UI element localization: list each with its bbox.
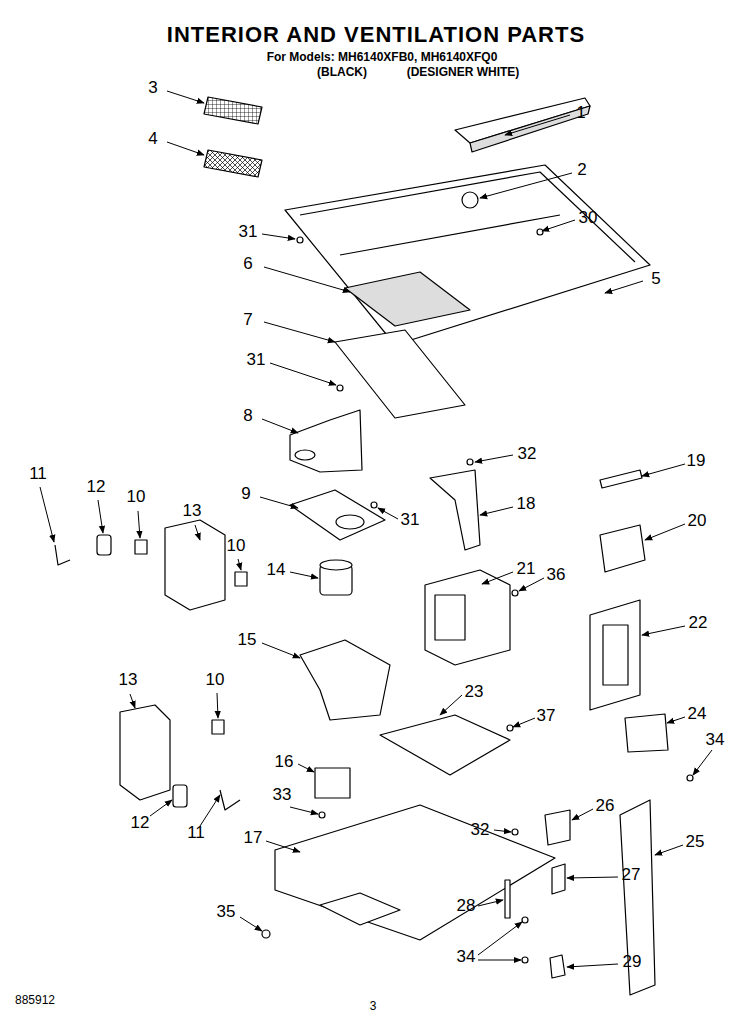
model-color: (DESIGNER WHITE)	[407, 65, 520, 79]
callout-number: 37	[537, 706, 556, 726]
callout-number: 31	[401, 510, 420, 530]
leader-lines	[40, 91, 712, 967]
callout-number: 32	[518, 444, 537, 464]
callout-number: 36	[547, 565, 566, 585]
callout-number: 27	[622, 865, 641, 885]
callout-number: 30	[579, 208, 598, 228]
callout-number: 23	[465, 682, 484, 702]
callout-number: 34	[706, 730, 725, 750]
callout-number: 26	[596, 796, 615, 816]
callout-number: 2	[577, 160, 586, 180]
model-color: (BLACK)	[317, 65, 367, 79]
callout-number: 34	[457, 947, 476, 967]
callout-number: 31	[247, 350, 266, 370]
callout-number: 32	[471, 820, 490, 840]
model-line: For Models: MH6140XFB0, MH6140XFQ0	[267, 50, 498, 64]
callout-number: 18	[517, 494, 536, 514]
callout-number: 29	[623, 952, 642, 972]
callout-number: 20	[688, 511, 707, 531]
callout-number: 22	[689, 613, 708, 633]
callout-number: 14	[267, 560, 286, 580]
callout-number: 5	[651, 269, 660, 289]
callout-number: 13	[119, 670, 138, 690]
callout-number: 35	[217, 902, 236, 922]
callout-number: 21	[517, 559, 536, 579]
page-title: INTERIOR AND VENTILATION PARTS	[167, 22, 585, 48]
callout-number: 24	[688, 704, 707, 724]
callout-number: 31	[239, 222, 258, 242]
callout-number: 11	[29, 464, 47, 484]
callout-number: 11	[187, 823, 205, 843]
callout-number: 6	[243, 254, 252, 274]
callout-number: 19	[687, 451, 706, 471]
callout-number: 16	[275, 752, 294, 772]
callout-number: 9	[241, 484, 250, 504]
callout-number: 15	[238, 630, 257, 650]
callout-number: 10	[206, 670, 225, 690]
document-number: 885912	[15, 993, 55, 1007]
callout-number: 17	[244, 828, 263, 848]
callout-number: 10	[127, 487, 146, 507]
callout-number: 12	[87, 477, 106, 497]
callout-number: 4	[148, 129, 157, 149]
callout-number: 10	[227, 536, 246, 556]
callout-number: 7	[243, 310, 252, 330]
page-number: 3	[370, 999, 377, 1013]
callout-number: 25	[686, 832, 705, 852]
callout-number: 28	[457, 896, 476, 916]
callout-number: 33	[273, 785, 292, 805]
callout-number: 1	[576, 103, 585, 123]
callout-number: 8	[243, 406, 252, 426]
callout-number: 3	[148, 78, 157, 98]
callout-number: 12	[131, 813, 150, 833]
callout-number: 13	[183, 501, 202, 521]
